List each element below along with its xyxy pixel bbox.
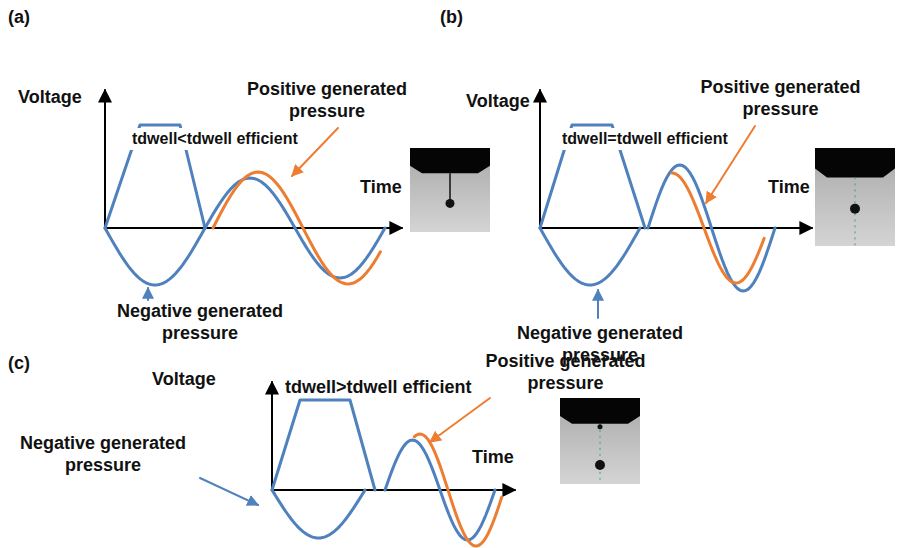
pressure-pointer [430,398,490,442]
pressure-label: Negative generated pressure [8,432,198,476]
time-axis [272,489,515,491]
nozzle [815,148,895,177]
axis-label: Time [360,176,402,198]
pressure-label: Positive generated pressure [688,76,873,120]
voltage-trapezoid [272,400,375,490]
voltage-axis [104,90,106,228]
dwell-condition: tdwell>tdwell efficient [285,376,472,398]
pressure-pointer [147,288,149,300]
pressure-pointer [597,290,599,318]
droplet [850,204,860,214]
positive-pressure-wave [213,172,380,284]
time-axis [105,227,402,229]
axis-label: Voltage [152,368,216,390]
dwell-condition: tdwell<tdwell efficient [130,128,300,150]
pressure-label: Positive generated pressure [478,350,653,394]
voltage-axis [539,90,541,228]
droplet-photo [560,398,640,484]
negative-pressure-wave [105,228,205,285]
pressure-wave [648,165,775,291]
pressure-label: Negative generated pressure [100,300,300,344]
axis-label: Time [472,446,514,468]
droplet-photo [410,148,490,232]
negative-pressure-wave [272,490,365,538]
pressure-pointer [200,478,258,505]
panel-letter: (a) [8,6,30,28]
pressure-label: Positive generated pressure [232,78,422,122]
axis-label: Voltage [466,90,530,112]
axis-label: Voltage [18,86,82,108]
satellite-droplet [598,424,603,429]
time-axis [540,227,812,229]
negative-pressure-wave [540,228,640,285]
photo-background [815,148,895,246]
dwell-condition: tdwell=tdwell efficient [560,128,730,150]
panel-letter: (c) [8,352,30,374]
photo-background [410,148,490,232]
nozzle [560,398,640,424]
ligament [449,173,451,200]
droplet-photo [815,148,895,246]
droplet [446,199,455,208]
positive-pressure-wave [672,173,764,283]
droplet [595,460,605,470]
photo-background [560,398,640,484]
voltage-axis [271,382,273,490]
nozzle [410,148,490,173]
scale-ticks [600,424,601,484]
panel-letter: (b) [440,6,463,28]
axis-label: Time [768,176,810,198]
